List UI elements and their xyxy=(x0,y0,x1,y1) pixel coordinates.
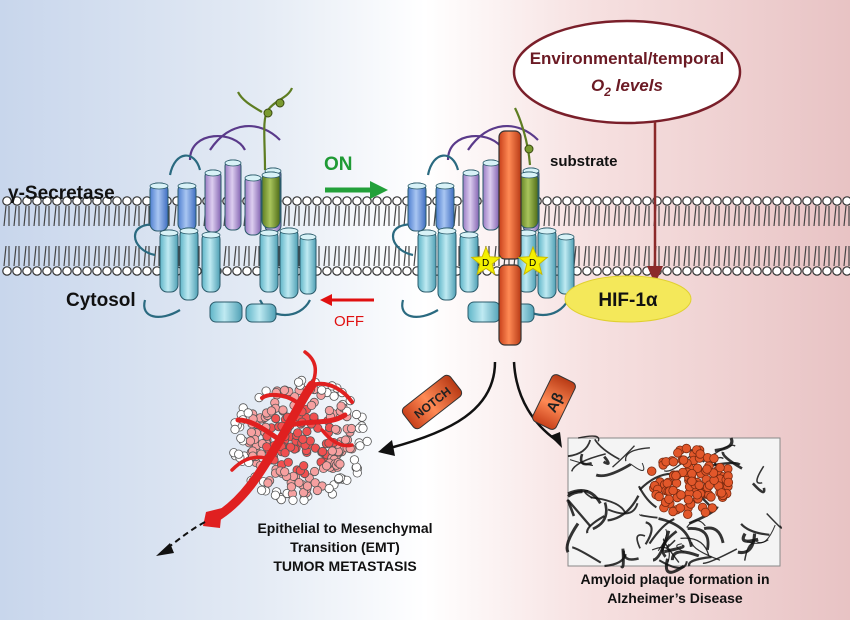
on-arrow xyxy=(325,181,388,199)
oxygen-levels-bubble: Environmental/temporal O2 levels xyxy=(512,19,742,125)
off-label: OFF xyxy=(334,313,364,330)
environmental-label: Environmental/temporal xyxy=(530,49,725,68)
amyloid-line1: Amyloid plaque formation in xyxy=(580,571,769,587)
cytosol-label: Cytosol xyxy=(66,290,136,311)
off-arrow xyxy=(320,294,374,306)
emt-line3: TUMOR METASTASIS xyxy=(273,558,416,574)
hif-1a-ellipse: HIF-1α xyxy=(564,275,692,323)
amyloid-network-panel xyxy=(565,435,783,574)
hif-label: HIF-1α xyxy=(598,290,658,311)
domain-d-left: D xyxy=(482,258,489,269)
emt-line1: Epithelial to Mesenchymal xyxy=(257,520,432,536)
active-site-stars: D D xyxy=(470,245,549,276)
amyloid-plaque xyxy=(647,443,734,520)
on-label: ON xyxy=(324,154,353,175)
secretase-label: γ-Secretase xyxy=(8,183,115,204)
substrate-label: substrate xyxy=(550,153,618,170)
metastasis-arrow xyxy=(156,521,206,556)
oxygen-arrow xyxy=(647,122,663,284)
substrate-rod xyxy=(498,130,522,346)
amyloid-line2: Alzheimer’s Disease xyxy=(607,590,743,606)
o2-levels-label: O2 levels xyxy=(591,76,663,99)
blood-vessel xyxy=(203,350,354,528)
emt-line2: Transition (EMT) xyxy=(290,539,400,555)
domain-d-right: D xyxy=(529,258,536,269)
notch-fragment: NOTCH xyxy=(401,374,463,430)
branch-arrows xyxy=(378,361,562,456)
abeta-fragment: Aβ xyxy=(532,374,576,430)
